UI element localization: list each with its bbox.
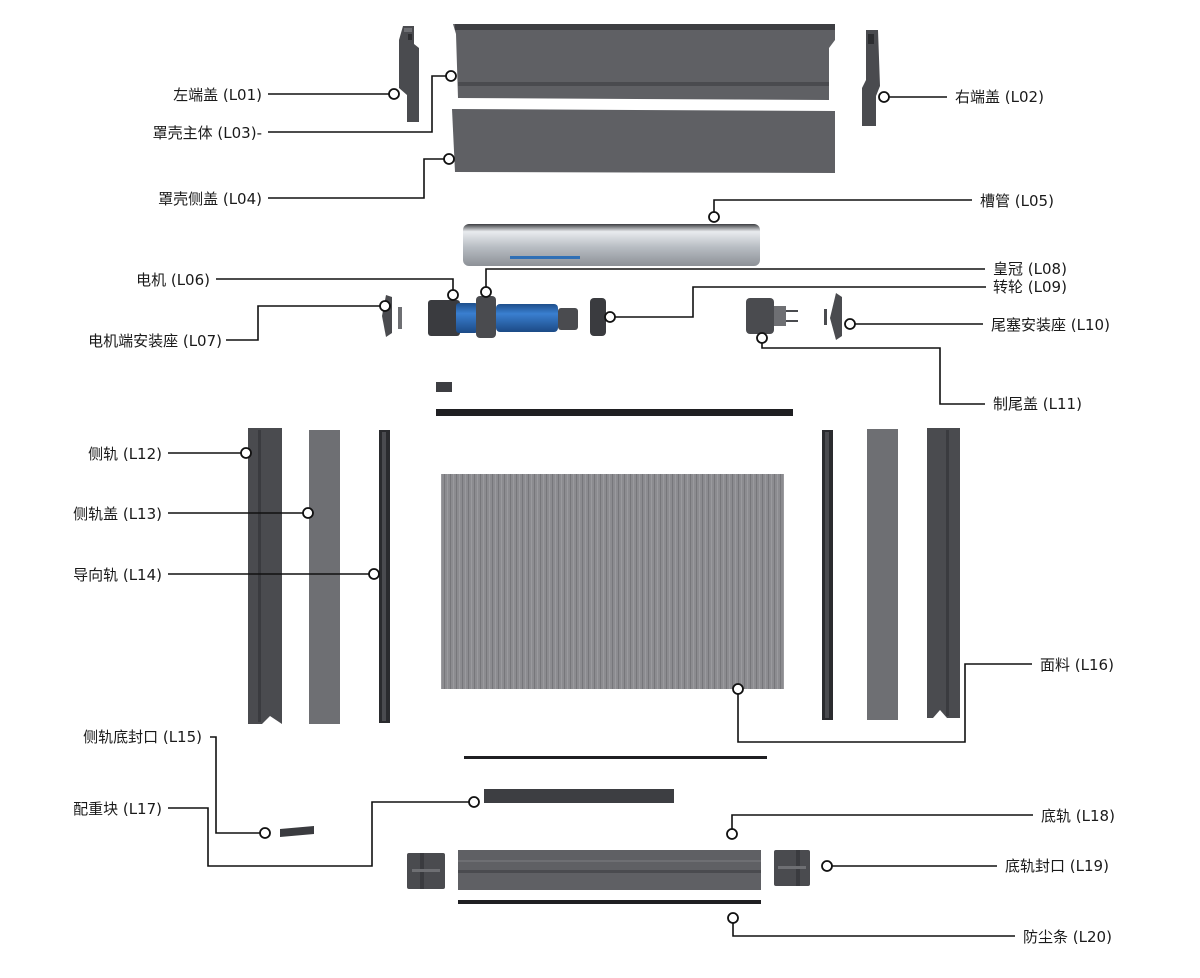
label-L10: 尾塞安装座 (L10) xyxy=(991,316,1110,334)
bottom-rail-part xyxy=(458,850,761,890)
label-L07: 电机端安装座 (L07) xyxy=(88,332,222,350)
leader-line-L03 xyxy=(268,75,452,133)
pin-L03 xyxy=(445,70,457,82)
leader-line-L07 xyxy=(226,305,384,341)
tail-plug-mount-part xyxy=(824,293,842,340)
fabric-bottom-strip-part xyxy=(464,756,767,759)
pin-L06 xyxy=(447,289,459,301)
right-end-cap-part xyxy=(862,30,880,126)
pin-L15 xyxy=(259,827,271,839)
side-rail-cover-left-part xyxy=(309,430,340,724)
label-L03: 罩壳主体 (L03)- xyxy=(153,124,262,142)
pin-L18 xyxy=(726,828,738,840)
label-L02: 右端盖 (L02) xyxy=(955,88,1044,106)
part-labels: 左端盖 (L01) 右端盖 (L02) 罩壳主体 (L03)- 罩壳侧盖 (L0… xyxy=(73,86,1115,946)
leader-line-L11 xyxy=(761,338,985,405)
top-clip-part xyxy=(436,382,452,392)
pin-L07 xyxy=(379,300,391,312)
label-L18: 底轨 (L18) xyxy=(1041,807,1115,825)
pin-L17 xyxy=(468,796,480,808)
leader-line-L17 xyxy=(168,801,472,867)
label-L01: 左端盖 (L01) xyxy=(173,86,262,104)
leader-line-L04 xyxy=(268,158,450,199)
label-L09: 转轮 (L09) xyxy=(993,278,1067,296)
pin-L09 xyxy=(604,311,616,323)
leader-line-L06 xyxy=(216,278,454,295)
pin-L01 xyxy=(388,88,400,100)
pin-L10 xyxy=(844,318,856,330)
label-L13: 侧轨盖 (L13) xyxy=(73,505,162,523)
leader-line-L18 xyxy=(731,814,1033,833)
label-L06: 电机 (L06) xyxy=(136,271,210,289)
leader-line-L08 xyxy=(485,268,985,291)
cassette-main-body-part xyxy=(453,24,835,100)
leader-line-L05 xyxy=(713,199,972,217)
side-rail-bottom-seal-part xyxy=(280,826,314,837)
label-L05: 槽管 (L05) xyxy=(980,192,1054,210)
leader-line-L09 xyxy=(612,286,986,318)
leader-line-L20 xyxy=(732,919,1015,937)
side-rail-cover-right-part xyxy=(867,429,898,720)
pin-L02 xyxy=(878,91,890,103)
pin-L20 xyxy=(727,912,739,924)
motor-part xyxy=(428,296,578,338)
guide-rail-right-part xyxy=(822,430,833,720)
label-L16: 面料 (L16) xyxy=(1040,656,1114,674)
pin-L19 xyxy=(821,860,833,872)
side-rail-left-part xyxy=(248,428,282,724)
dust-strip-part xyxy=(458,900,761,904)
drive-wheel-part xyxy=(590,298,606,336)
slot-tube-part xyxy=(463,224,760,266)
weight-block-part xyxy=(484,789,674,803)
pin-L16 xyxy=(732,683,744,695)
cassette-side-cover-part xyxy=(452,109,835,173)
leader-line-L15 xyxy=(210,736,262,834)
bottom-rail-end-cap-right-part xyxy=(774,850,810,886)
label-L08: 皇冠 (L08) xyxy=(993,260,1067,278)
label-L17: 配重块 (L17) xyxy=(73,800,162,818)
label-L11: 制尾盖 (L11) xyxy=(993,395,1082,413)
fabric-panel-part xyxy=(441,474,784,689)
pin-markers xyxy=(240,70,890,924)
tail-cap-part xyxy=(746,298,798,334)
top-bar-part xyxy=(436,409,793,416)
label-L15: 侧轨底封口 (L15) xyxy=(83,728,202,746)
pin-L14 xyxy=(368,568,380,580)
pin-L11 xyxy=(756,332,768,344)
pin-L05 xyxy=(708,211,720,223)
left-end-cap-part xyxy=(399,26,419,122)
pin-L08 xyxy=(480,286,492,298)
side-rail-right-part xyxy=(927,428,960,718)
label-L04: 罩壳侧盖 (L04) xyxy=(158,190,262,208)
label-L12: 侧轨 (L12) xyxy=(88,445,162,463)
pin-L13 xyxy=(302,507,314,519)
pin-L04 xyxy=(443,153,455,165)
guide-rail-left-part xyxy=(379,430,390,723)
label-L19: 底轨封口 (L19) xyxy=(1005,857,1109,875)
label-L20: 防尘条 (L20) xyxy=(1023,928,1112,946)
bottom-rail-end-cap-left-part xyxy=(407,853,445,889)
leader-line-L16 xyxy=(737,663,1032,743)
pin-L12 xyxy=(240,447,252,459)
label-L14: 导向轨 (L14) xyxy=(73,566,162,584)
